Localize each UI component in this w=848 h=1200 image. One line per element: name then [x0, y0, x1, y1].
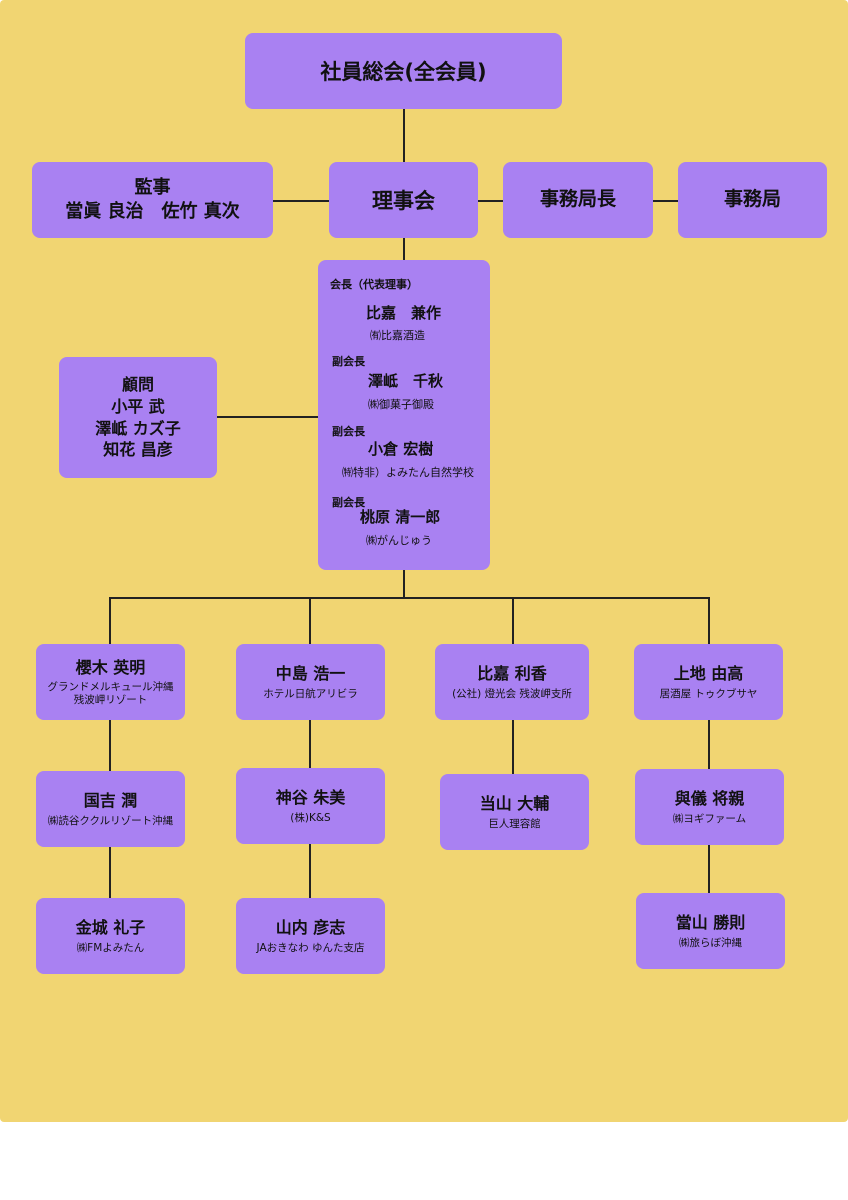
- member-name: 金城 礼子: [75, 917, 146, 937]
- member-company: ㈱ヨギファーム: [672, 813, 747, 826]
- member-box: 神谷 朱美 (株)K&S: [236, 768, 385, 844]
- advisor-name: 知花 昌彦: [103, 440, 173, 460]
- connector-line: [478, 200, 503, 202]
- advisor-name: 小平 武: [111, 396, 165, 416]
- connector-line: [309, 844, 311, 898]
- board-box: 理事会: [329, 162, 478, 238]
- member-name: 當山 勝則: [675, 912, 746, 932]
- member-name: 国吉 潤: [83, 790, 138, 810]
- connector-line: [708, 597, 710, 644]
- member-company: ㈱読谷ククルリゾート沖縄: [47, 815, 174, 828]
- advisors-box: 顧問 小平 武 澤岻 カズ子 知花 昌彦: [59, 357, 217, 478]
- general-assembly-label: 社員総会(全会員): [320, 60, 487, 84]
- connector-line: [273, 200, 329, 202]
- member-company: ㈱FMよみたん: [76, 942, 145, 955]
- member-company: (公社) 燈光会 残波岬支所: [452, 688, 572, 701]
- vp3-name: 桃原 清一郎: [360, 508, 441, 526]
- vp2-name: 小倉 宏樹: [368, 440, 434, 458]
- connector-line: [403, 570, 405, 598]
- connector-line: [708, 720, 710, 769]
- vp2-role: 副会長: [332, 425, 365, 438]
- member-box: 櫻木 英明 グランドメルキュール沖縄 残波岬リゾート: [36, 644, 185, 720]
- secretariat-box: 事務局: [678, 162, 827, 238]
- member-name: 中島 浩一: [275, 663, 346, 683]
- auditors-box: 監事 當眞 良治 佐竹 真次: [32, 162, 273, 238]
- connector-line: [217, 416, 318, 418]
- member-box: 中島 浩一 ホテル日航アリビラ: [236, 644, 385, 720]
- member-box: 與儀 将親 ㈱ヨギファーム: [635, 769, 784, 845]
- member-company: 居酒屋 トゥクブサヤ: [659, 688, 758, 701]
- vp2-company: ㈵特非）よみたん自然学校: [342, 466, 474, 479]
- member-company: 巨人理容館: [488, 818, 541, 831]
- president-name: 比嘉 兼作: [366, 304, 442, 322]
- member-company: JAおきなわ ゆんた支店: [256, 942, 365, 955]
- board-label: 理事会: [372, 189, 435, 213]
- member-company: ㈱旅らぼ沖縄: [679, 937, 742, 950]
- connector-line: [512, 597, 514, 644]
- connector-line: [109, 597, 709, 599]
- connector-line: [109, 720, 111, 771]
- connector-line: [109, 597, 111, 644]
- connector-line: [309, 720, 311, 768]
- vp1-company: ㈱御菓子御殿: [368, 398, 434, 411]
- advisors-title: 顧問: [121, 375, 154, 395]
- member-company: (株)K&S: [290, 812, 331, 825]
- member-box: 金城 礼子 ㈱FMよみたん: [36, 898, 185, 974]
- member-name: 神谷 朱美: [275, 787, 346, 807]
- president-company: ㈲比嘉酒造: [370, 329, 425, 342]
- advisor-name: 澤岻 カズ子: [95, 418, 181, 438]
- leadership-box: 会長（代表理事） 比嘉 兼作 ㈲比嘉酒造 副会長 澤岻 千秋 ㈱御菓子御殿 副会…: [318, 260, 490, 570]
- member-box: 比嘉 利香 (公社) 燈光会 残波岬支所: [435, 644, 589, 720]
- general-assembly-box: 社員総会(全会員): [245, 33, 562, 109]
- vp1-role: 副会長: [332, 355, 365, 368]
- member-company: 残波岬リゾート: [73, 693, 148, 706]
- president-role: 会長（代表理事）: [330, 278, 418, 291]
- connector-line: [403, 238, 405, 260]
- connector-line: [653, 200, 678, 202]
- member-box: 當山 勝則 ㈱旅らぼ沖縄: [636, 893, 785, 969]
- connector-line: [309, 597, 311, 644]
- member-box: 国吉 潤 ㈱読谷ククルリゾート沖縄: [36, 771, 185, 847]
- connector-line: [109, 847, 111, 898]
- member-name: 当山 大輔: [479, 793, 550, 813]
- vp3-role: 副会長: [332, 496, 365, 509]
- member-name: 山内 彦志: [275, 917, 346, 937]
- auditors-title: 監事: [134, 176, 171, 198]
- auditors-names: 當眞 良治 佐竹 真次: [65, 201, 240, 222]
- member-company: グランドメルキュール沖縄: [47, 680, 174, 693]
- secretary-general-box: 事務局長: [503, 162, 653, 238]
- secretariat-label: 事務局: [723, 188, 781, 211]
- connector-line: [512, 720, 514, 774]
- vp1-name: 澤岻 千秋: [368, 372, 444, 390]
- member-name: 比嘉 利香: [477, 663, 547, 683]
- connector-line: [708, 845, 710, 893]
- secretary-general-label: 事務局長: [539, 188, 616, 211]
- member-box: 当山 大輔 巨人理容館: [440, 774, 589, 850]
- vp3-company: ㈱がんじゅう: [366, 534, 432, 547]
- member-name: 上地 由高: [673, 663, 744, 683]
- member-company: ホテル日航アリビラ: [263, 688, 358, 701]
- member-name: 櫻木 英明: [75, 658, 146, 678]
- connector-line: [403, 108, 405, 162]
- member-name: 與儀 将親: [674, 788, 745, 808]
- member-box: 上地 由高 居酒屋 トゥクブサヤ: [634, 644, 783, 720]
- member-box: 山内 彦志 JAおきなわ ゆんた支店: [236, 898, 385, 974]
